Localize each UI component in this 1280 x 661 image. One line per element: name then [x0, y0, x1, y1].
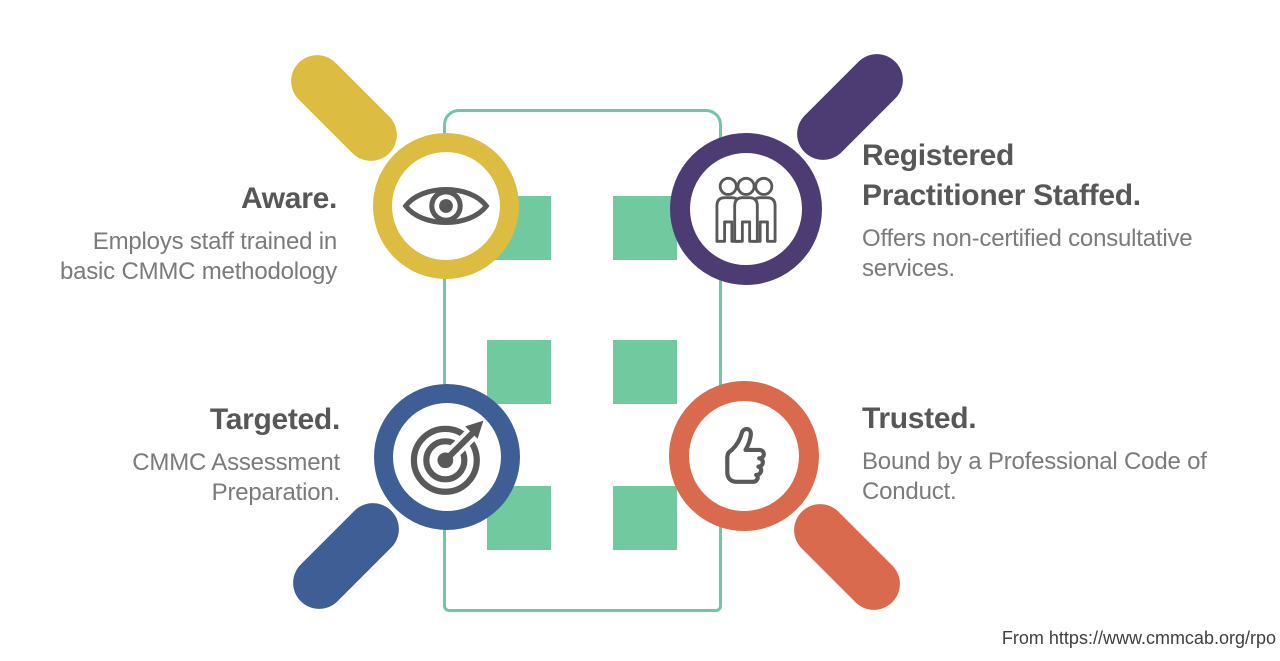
grid-square [613, 196, 677, 260]
eye-icon [402, 187, 490, 225]
magnifier-lens-aware [373, 133, 519, 279]
source-attribution: From https://www.cmmcab.org/rpo [1001, 628, 1276, 648]
thumbs-up-icon [725, 427, 766, 484]
magnifier-lens-registered [670, 133, 822, 285]
item-desc-line: Preparation. [211, 479, 341, 506]
item-title-line: Aware. [240, 182, 337, 215]
target-icon [410, 416, 490, 495]
item-desc-line: Conduct. [862, 478, 957, 505]
item-desc-line: CMMC Assessment [132, 449, 340, 476]
grid-square [613, 486, 677, 550]
item-title-line: Trusted. [862, 402, 977, 435]
item-text-targeted: Targeted. CMMC Assessment Preparation. [132, 400, 340, 508]
magnifier-handle-aware [280, 44, 408, 172]
item-text-registered: Registered Practitioner Staffed. Offers … [862, 136, 1193, 284]
magnifier-lens-targeted [374, 384, 520, 530]
magnifier-handle-trusted [783, 493, 911, 621]
item-title-line: Registered [862, 139, 1015, 172]
item-desc-line: Employs staff trained in [92, 228, 337, 255]
item-text-trusted: Trusted. Bound by a Professional Code of… [862, 399, 1207, 507]
item-desc-line: basic CMMC methodology [59, 258, 337, 285]
grid-square [613, 340, 677, 404]
item-title-line: Practitioner Staffed. [862, 179, 1141, 212]
item-text-aware: Aware. Employs staff trained in basic CM… [60, 179, 337, 287]
item-desc-line: Offers non-certified consultative [862, 225, 1193, 252]
item-title-line: Targeted. [209, 403, 340, 436]
magnifier-lens-trusted [669, 381, 819, 531]
item-desc-line: services. [862, 255, 955, 282]
item-desc-line: Bound by a Professional Code of [862, 448, 1207, 475]
grid-square [487, 340, 551, 404]
people-icon [715, 176, 777, 243]
magnifier-handle-targeted [282, 492, 410, 620]
center-frame [443, 109, 722, 612]
